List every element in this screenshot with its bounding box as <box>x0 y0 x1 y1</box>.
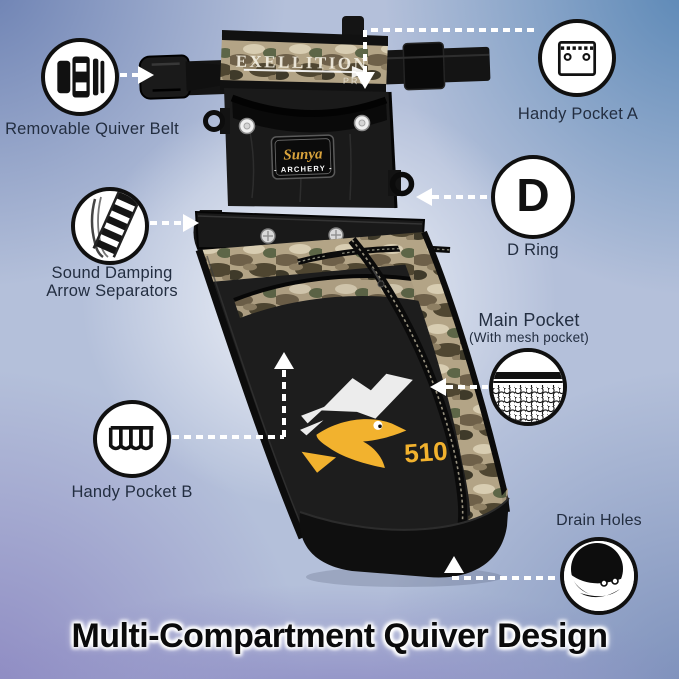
arrow-head-handy-pocket-b <box>274 352 294 369</box>
pocket-flap-icon <box>557 41 597 76</box>
d-ring-left <box>203 108 230 134</box>
arrow-separators-icon <box>90 191 141 259</box>
label-main-pocket-line1: Main Pocket <box>478 310 580 330</box>
belt-buckle <box>138 54 231 100</box>
arrow-head-drain-holes <box>444 556 464 573</box>
callout-handy-pocket-b <box>93 400 171 478</box>
band-screw-1 <box>260 228 276 244</box>
label-main-pocket: Main Pocket (With mesh pocket) <box>434 310 624 345</box>
d-ring-letter-icon: D <box>516 169 550 221</box>
connector-d-ring <box>432 195 490 199</box>
connector-removable-belt <box>120 73 138 77</box>
upper-pocket: Sunya - ARCHERY - <box>224 88 398 209</box>
connector-drain-holes <box>452 576 560 580</box>
arrow-head-sound-damping <box>183 214 199 232</box>
label-d-ring: D Ring <box>507 241 559 259</box>
arrow-head-main-pocket <box>430 378 446 396</box>
d-ring-right <box>388 170 415 197</box>
label-main-pocket-line2: (With mesh pocket) <box>469 330 589 346</box>
callout-handy-pocket-a <box>538 19 616 97</box>
drain-holes-icon <box>564 541 634 611</box>
label-handy-pocket-b: Handy Pocket B <box>71 483 193 501</box>
connector-handy-pocket-b-v <box>282 370 286 437</box>
label-sound-damping: Sound Damping Arrow Separators <box>17 264 207 301</box>
callout-d-ring: D <box>491 155 575 239</box>
mesh-pocket-icon <box>493 352 563 422</box>
arrow-head-d-ring <box>416 188 432 206</box>
callout-sound-damping <box>71 187 149 265</box>
elastic-loops-icon <box>108 426 154 451</box>
connector-handy-pocket-a-v <box>363 30 367 72</box>
patch-sub-text: - ARCHERY - <box>274 163 333 174</box>
label-drain-holes: Drain Holes <box>556 512 642 529</box>
connector-handy-pocket-b-h <box>172 435 284 439</box>
callout-main-pocket <box>489 348 567 426</box>
quiver-belt <box>138 41 491 100</box>
label-removable-belt: Removable Quiver Belt <box>5 120 179 138</box>
eagle-logo: 510 <box>300 373 449 473</box>
buckle-icon <box>57 56 105 98</box>
model-number-text: 510 <box>403 436 448 469</box>
arrow-head-handy-pocket-a <box>355 72 375 89</box>
label-sound-damping-line1: Sound Damping <box>51 264 173 282</box>
label-handy-pocket-a: Handy Pocket A <box>517 105 639 123</box>
callout-drain-holes <box>560 537 638 615</box>
patch-brand-text: Sunya <box>283 146 323 163</box>
main-zipper <box>348 237 468 533</box>
connector-sound-damping <box>150 221 183 225</box>
callout-removable-belt <box>41 38 119 116</box>
label-sound-damping-line2: Arrow Separators <box>46 282 178 301</box>
connector-main-pocket <box>446 385 488 389</box>
band-brand-text: EXELLITION <box>235 52 368 74</box>
connector-handy-pocket-a-h <box>371 28 537 32</box>
leather-band <box>193 210 426 260</box>
arrow-head-removable-belt <box>138 66 154 84</box>
page-title: Multi-Compartment Quiver Design <box>71 617 608 655</box>
camo-belt-tunnel: EXELLITION PRO <box>220 30 388 94</box>
brand-patch: Sunya - ARCHERY - <box>270 134 336 180</box>
